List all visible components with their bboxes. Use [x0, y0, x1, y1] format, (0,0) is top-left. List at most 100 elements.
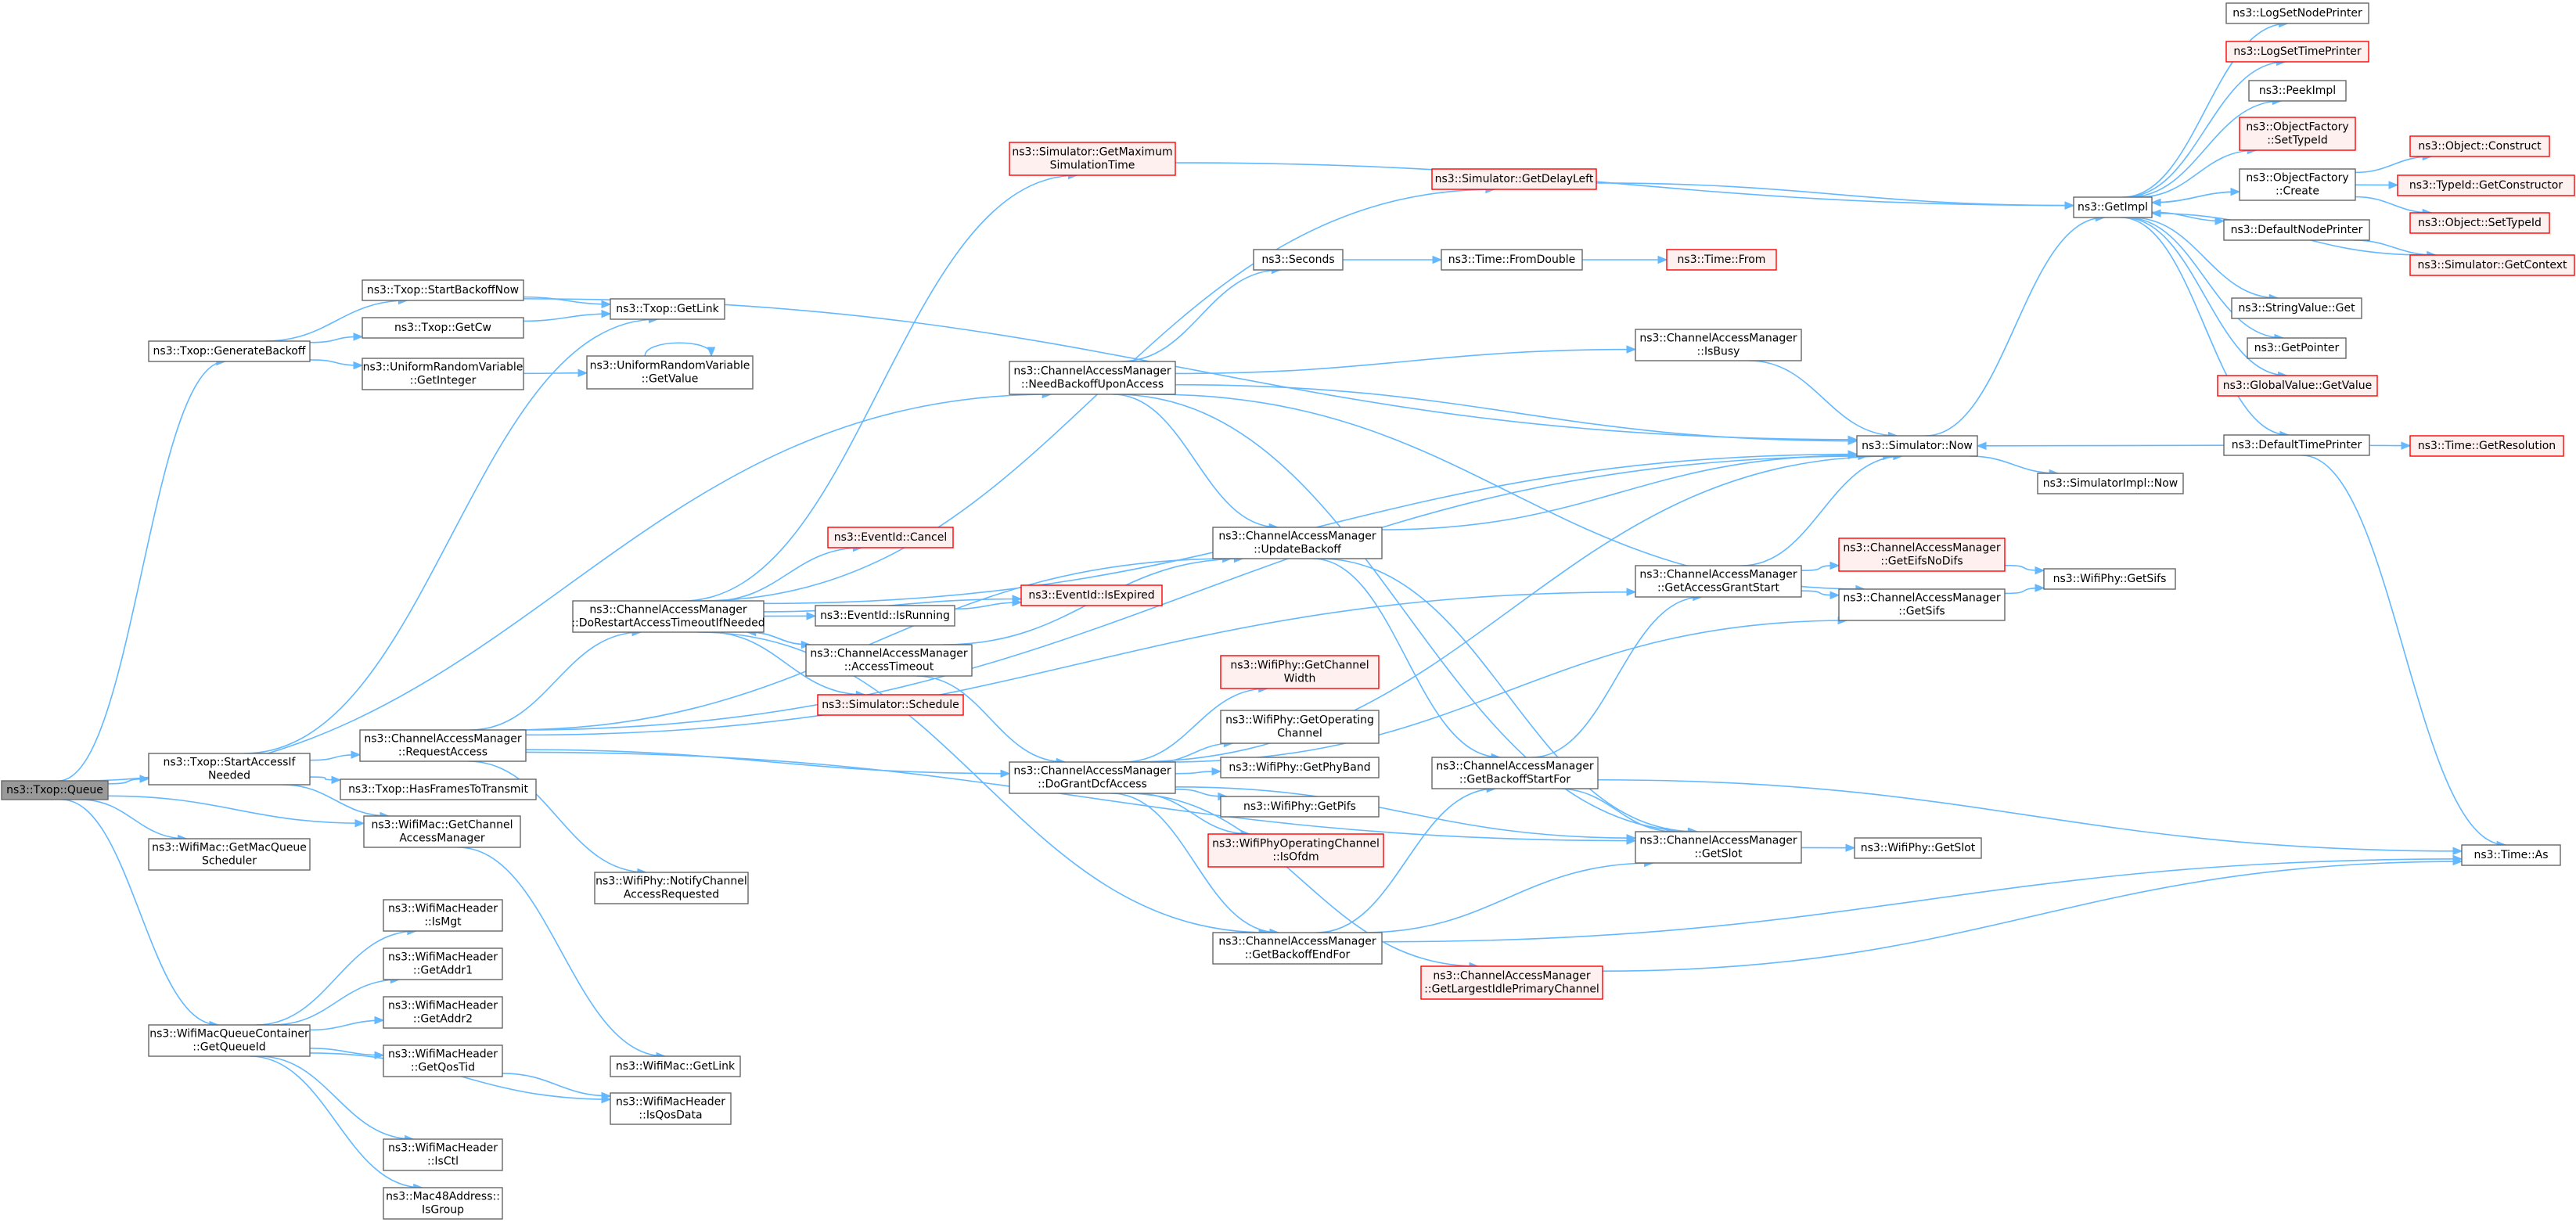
- node-fromdouble[interactable]: ns3::Time::FromDouble: [1441, 249, 1583, 271]
- node-stringvalueget[interactable]: ns3::StringValue::Get: [2231, 297, 2362, 319]
- node-getpifs[interactable]: ns3::WifiPhy::GetPifs: [1220, 796, 1380, 818]
- node-timefrom[interactable]: ns3::Time::From: [1666, 249, 1777, 271]
- node-typeidgetctor[interactable]: ns3::TypeId::GetConstructor: [2397, 174, 2575, 196]
- node-eventisrunning[interactable]: ns3::EventId::IsRunning: [815, 605, 955, 627]
- node-isctl[interactable]: ns3::WifiMacHeader::IsCtl: [383, 1138, 503, 1171]
- node-eventcancel[interactable]: ns3::EventId::Cancel: [827, 527, 954, 548]
- node-accesstimeout[interactable]: ns3::ChannelAccessManager::AccessTimeout: [805, 644, 973, 677]
- node-getcontext[interactable]: ns3::Simulator::GetContext: [2409, 254, 2575, 276]
- node-box: [2037, 473, 2184, 494]
- node-camgetsifs[interactable]: ns3::ChannelAccessManager::GetSifs: [1838, 588, 2006, 621]
- edge-line: [1741, 455, 1902, 566]
- node-objsettypeid[interactable]: ns3::Object::SetTypeId: [2409, 212, 2550, 234]
- node-startbackoffnow[interactable]: ns3::Txop::StartBackoffNow: [362, 279, 524, 301]
- node-ofsettypeid[interactable]: ns3::ObjectFactory::SetTypeId: [2239, 117, 2356, 151]
- node-getpointer[interactable]: ns3::GetPointer: [2247, 337, 2347, 359]
- edge-arrowhead: [1626, 345, 1637, 354]
- node-simimplnow[interactable]: ns3::SimulatorImpl::Now: [2037, 473, 2184, 494]
- node-label: ::IsQosData: [639, 1109, 702, 1122]
- node-getimpl[interactable]: ns3::GetImpl: [2073, 196, 2153, 218]
- node-getqueueid[interactable]: ns3::WifiMacQueueContainer::GetQueueId: [148, 1024, 311, 1057]
- node-ofcreate[interactable]: ns3::ObjectFactory::Create: [2239, 168, 2356, 201]
- node-wifiphygetsifs[interactable]: ns3::WifiPhy::GetSifs: [2043, 568, 2176, 590]
- node-label: ns3::WifiPhy::GetPifs: [1243, 800, 1356, 813]
- node-txopgetlink[interactable]: ns3::Txop::GetLink: [610, 298, 725, 320]
- node-genbackoff[interactable]: ns3::Txop::GenerateBackoff: [148, 340, 311, 362]
- node-label: ::SetTypeId: [2267, 135, 2328, 147]
- node-logsettime[interactable]: ns3::LogSetTimePrinter: [2225, 41, 2369, 63]
- node-label: ns3::WifiPhy::GetOperating: [1225, 714, 1374, 727]
- node-requestaccess[interactable]: ns3::ChannelAccessManager::RequestAccess: [359, 729, 527, 762]
- node-label: ns3::SimulatorImpl::Now: [2043, 477, 2178, 490]
- node-dorestart[interactable]: ns3::ChannelAccessManager::DoRestartAcce…: [571, 600, 765, 633]
- edge-startbackoffnow-to-txopgetlink: [523, 296, 612, 309]
- node-notifyreq[interactable]: ns3::WifiPhy::NotifyChannelAccessRequest…: [594, 872, 749, 904]
- node-urvgetint[interactable]: ns3::UniformRandomVariable::GetInteger: [362, 358, 524, 390]
- node-getphyband[interactable]: ns3::WifiPhy::GetPhyBand: [1220, 757, 1380, 778]
- node-getcw[interactable]: ns3::Txop::GetCw: [362, 317, 524, 339]
- node-label: ns3::Simulator::Now: [1862, 440, 1973, 452]
- edge-getbackoffstartfor-to-getaccessgrantstart: [1531, 592, 1704, 758]
- edge-line: [80, 799, 187, 840]
- edge-needbackoff-to-updatebackoff: [1113, 394, 1279, 532]
- node-queue[interactable]: ns3::Txop::Queue: [1, 780, 109, 800]
- node-geteifsnodifs[interactable]: ns3::ChannelAccessManager::GetEifsNoDifs: [1838, 537, 2006, 572]
- edge-requestaccess-to-getaccessgrantstart: [525, 588, 1637, 736]
- node-getqostid[interactable]: ns3::WifiMacHeader::GetQosTid: [383, 1044, 503, 1077]
- node-needbackoff[interactable]: ns3::ChannelAccessManager::NeedBackoffUp…: [1009, 361, 1176, 395]
- node-label: ns3::WifiPhy::GetSlot: [1861, 842, 1976, 854]
- node-timeas[interactable]: ns3::Time::As: [2461, 844, 2561, 866]
- node-wifimacgetlink[interactable]: ns3::WifiMac::GetLink: [610, 1055, 741, 1077]
- node-getresolution[interactable]: ns3::Time::GetResolution: [2409, 435, 2564, 457]
- node-isbusy[interactable]: ns3::ChannelAccessManager::IsBusy: [1635, 329, 1802, 361]
- node-getbackoffendfor[interactable]: ns3::ChannelAccessManager::GetBackoffEnd…: [1212, 932, 1383, 965]
- node-box: [1212, 932, 1383, 965]
- edge-line: [916, 675, 1066, 763]
- edge-arrowhead: [351, 750, 362, 759]
- node-box: [1207, 833, 1384, 868]
- node-schedule[interactable]: ns3::Simulator::Schedule: [817, 694, 964, 716]
- edge-arrowhead: [577, 369, 588, 377]
- node-urvgetvalue[interactable]: ns3::UniformRandomVariable::GetValue: [586, 355, 754, 390]
- node-ismgt[interactable]: ns3::WifiMacHeader::IsMgt: [383, 899, 503, 932]
- node-defaulttimeprinter[interactable]: ns3::DefaultTimePrinter: [2223, 434, 2370, 456]
- node-getaccessgrantstart[interactable]: ns3::ChannelAccessManager::GetAccessGran…: [1635, 565, 1802, 598]
- node-isgroup[interactable]: ns3::Mac48Address::IsGroup: [383, 1187, 503, 1220]
- node-getaddr2[interactable]: ns3::WifiMacHeader::GetAddr2: [383, 996, 503, 1029]
- node-label: ns3::Txop::GenerateBackoff: [153, 345, 306, 358]
- edge-arrowhead: [2150, 209, 2161, 218]
- edge-arrowhead: [1657, 255, 1668, 264]
- node-eventisexpired[interactable]: ns3::EventId::IsExpired: [1020, 584, 1163, 606]
- node-seconds[interactable]: ns3::Seconds: [1253, 249, 1344, 271]
- node-getslot[interactable]: ns3::ChannelAccessManager::GetSlot: [1635, 831, 1802, 864]
- node-logsetnode[interactable]: ns3::LogSetNodePrinter: [2225, 2, 2369, 24]
- node-getbackoffstartfor[interactable]: ns3::ChannelAccessManager::GetBackoffSta…: [1431, 757, 1599, 789]
- node-defaultnodeprinter[interactable]: ns3::DefaultNodePrinter: [2223, 219, 2370, 241]
- node-getdelayleft[interactable]: ns3::Simulator::GetDelayLeft: [1431, 168, 1597, 190]
- node-dogrant[interactable]: ns3::ChannelAccessManager::DoGrantDcfAcc…: [1009, 761, 1176, 794]
- node-getlargestidle[interactable]: ns3::ChannelAccessManager::GetLargestIdl…: [1420, 965, 1603, 1000]
- node-simnow[interactable]: ns3::Simulator::Now: [1856, 435, 1978, 457]
- node-box: [572, 600, 765, 633]
- node-getaddr1[interactable]: ns3::WifiMacHeader::GetAddr1: [383, 947, 503, 980]
- node-label: ns3::Txop::GetCw: [394, 322, 491, 334]
- node-isofdm[interactable]: ns3::WifiPhyOperatingChannel::IsOfdm: [1207, 833, 1384, 868]
- node-isqosdata[interactable]: ns3::WifiMacHeader::IsQosData: [610, 1092, 732, 1125]
- node-peekimpl[interactable]: ns3::PeekImpl: [2248, 80, 2347, 102]
- node-globalvalue[interactable]: ns3::GlobalValue::GetValue: [2217, 375, 2378, 397]
- edge-line: [1175, 162, 2074, 207]
- node-hasframes[interactable]: ns3::Txop::HasFramesToTransmit: [340, 778, 537, 800]
- node-wifiphygetslot[interactable]: ns3::WifiPhy::GetSlot: [1854, 837, 1982, 859]
- node-updatebackoff[interactable]: ns3::ChannelAccessManager::UpdateBackoff: [1212, 527, 1383, 559]
- node-objconstruct[interactable]: ns3::Object::Construct: [2409, 135, 2550, 157]
- node-label: ns3::ChannelAccessManager: [1433, 970, 1591, 983]
- node-box: [586, 355, 754, 390]
